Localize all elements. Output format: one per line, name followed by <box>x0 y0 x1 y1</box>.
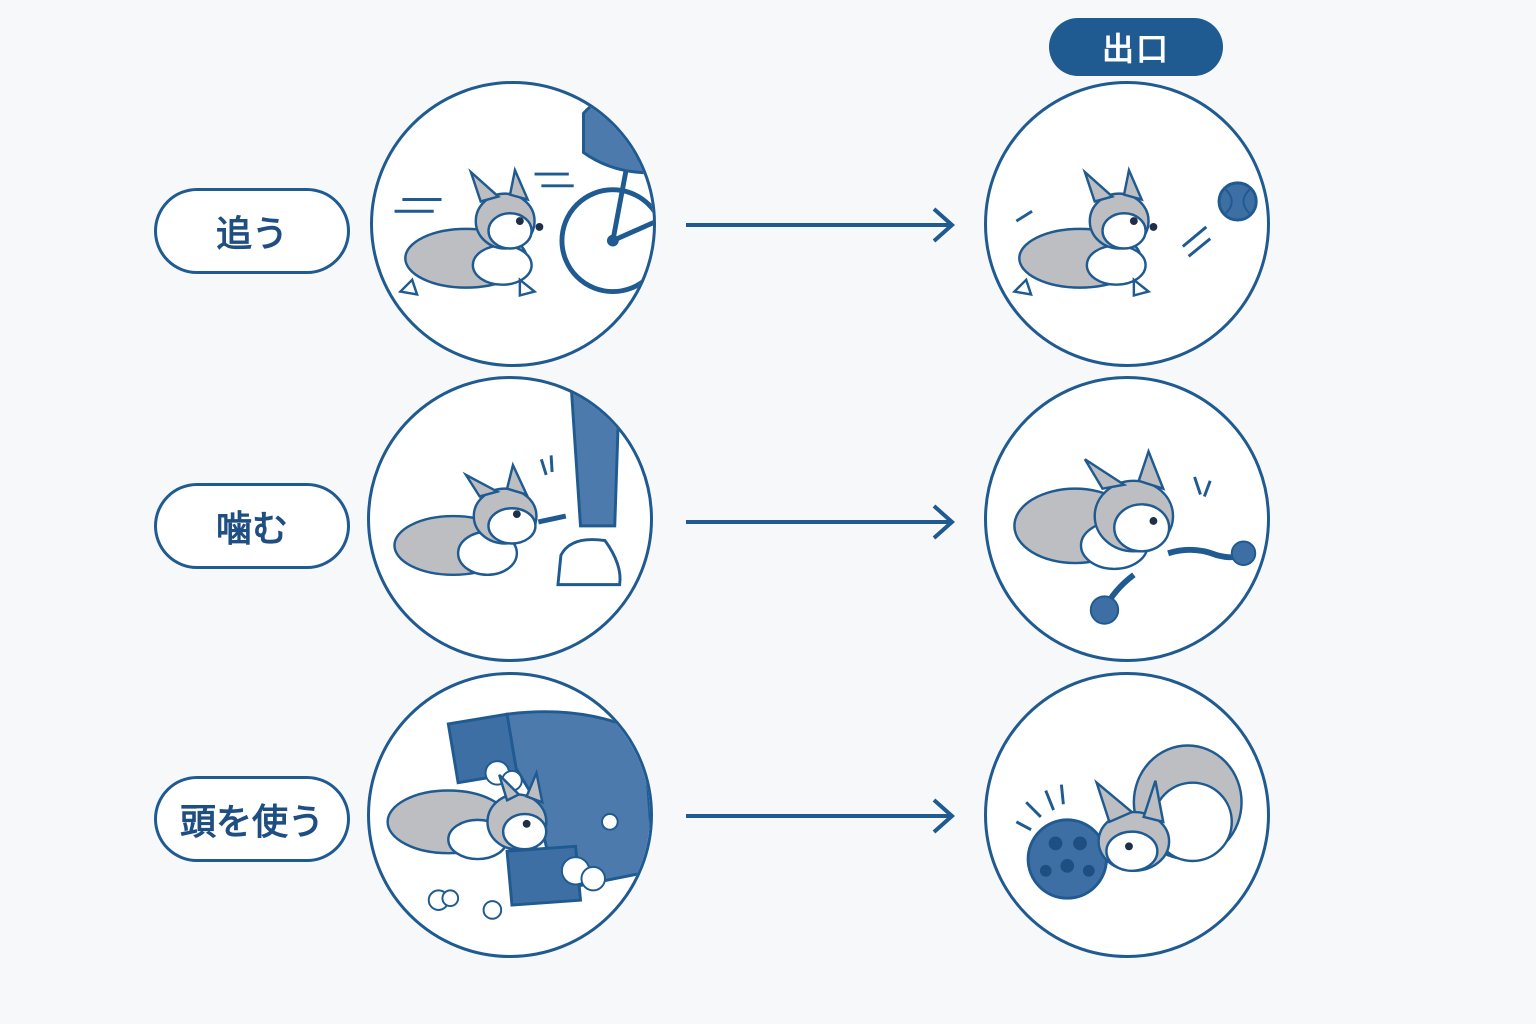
arrow-right-icon <box>686 504 956 540</box>
row-label-use-head: 頭を使う <box>154 776 350 862</box>
exit-header-badge: 出口 <box>1049 18 1223 76</box>
dog-digging-sofa-cushion-icon <box>386 710 650 920</box>
arrow-row-1 <box>684 205 956 245</box>
scene-chase-ball <box>984 81 1270 367</box>
scene-bite-pant-leg <box>367 376 653 662</box>
scene-chase-bicycle <box>370 81 656 367</box>
arrow-right-icon <box>686 798 956 834</box>
scene-puzzle-ball <box>984 672 1270 958</box>
dog-chasing-ball-icon <box>1011 166 1258 298</box>
arrow-row-2 <box>684 502 956 542</box>
scene-dig-sofa <box>367 672 653 958</box>
scene-tug-rope <box>984 376 1270 662</box>
dog-nosing-puzzle-ball-icon <box>1015 744 1243 900</box>
arrow-right-icon <box>686 207 956 243</box>
row-label-bite: 噛む <box>154 483 350 569</box>
dog-biting-pant-leg-icon <box>393 379 622 587</box>
row-label-chase: 追う <box>154 188 350 274</box>
arrow-row-3 <box>684 796 956 836</box>
dog-tugging-rope-toy-icon <box>1013 447 1257 625</box>
dog-chasing-bicycle-icon <box>394 94 653 298</box>
